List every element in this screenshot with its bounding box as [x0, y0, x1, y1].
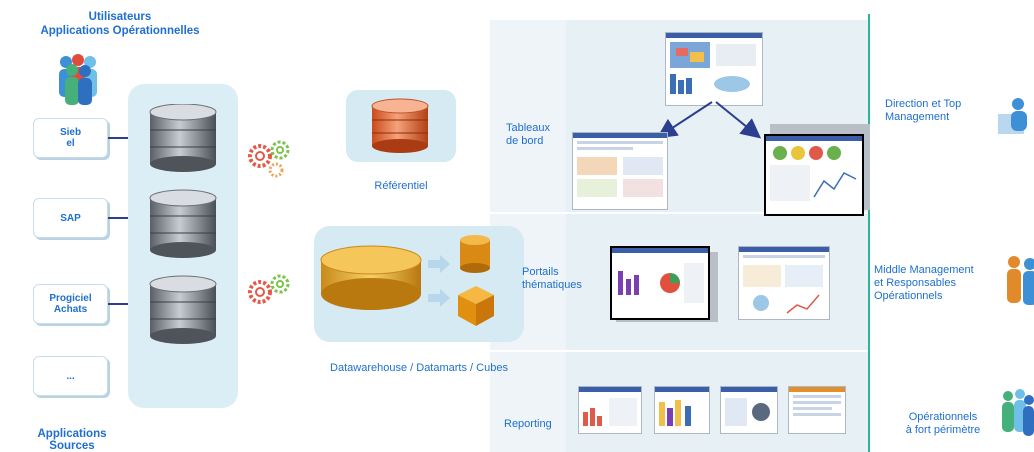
screenshot-thumbnail — [764, 134, 864, 216]
audience-label-line: Direction et Top — [885, 98, 962, 110]
sources-title-line1: Applications — [37, 428, 107, 440]
arrow-icon — [656, 101, 762, 139]
section-label-portails: Portails thématiques — [522, 266, 582, 292]
source-label: Progiciel — [49, 293, 92, 304]
section-label-line: Reporting — [504, 418, 552, 430]
section-label-line: Portails — [522, 266, 559, 278]
screenshot-thumbnail — [654, 386, 710, 434]
screenshot-thumbnail — [665, 32, 763, 106]
screenshot-thumbnail — [788, 386, 846, 434]
screenshot-thumbnail — [720, 386, 778, 434]
audience-label-line: Opérationnels — [908, 411, 978, 423]
sources-title: Applications Sources — [22, 428, 122, 452]
database-icon — [320, 245, 422, 310]
database-icon — [371, 98, 429, 153]
person-icon — [998, 98, 1027, 134]
cube-icon — [458, 286, 494, 326]
section-divider — [490, 212, 868, 214]
audience-middle: Middle Management et Responsables Opérat… — [874, 264, 1004, 303]
screenshot-thumbnail — [578, 386, 642, 434]
audience-label-line: Opérationnels — [874, 290, 943, 302]
section-label-line: thématiques — [522, 279, 582, 291]
sources-title-line2: Sources — [49, 440, 95, 452]
section-label-line: de bord — [506, 135, 544, 147]
source-label: ... — [66, 370, 75, 382]
database-icon — [149, 104, 217, 344]
cylinder-icon — [460, 235, 490, 273]
section-label-reporting: Reporting — [504, 418, 552, 431]
users-title-line1: Utilisateurs — [88, 11, 152, 23]
source-label: SAP — [60, 212, 81, 224]
screenshot-thumbnail — [572, 132, 668, 210]
screenshot-thumbnail — [610, 246, 710, 320]
source-label: el — [66, 138, 75, 149]
section-divider — [490, 350, 868, 352]
source-others: ... — [33, 356, 108, 396]
audience-label-line: Middle Management — [874, 264, 974, 276]
gear-icon — [248, 140, 290, 178]
person-icon — [1007, 256, 1034, 305]
arrow-icon — [428, 255, 450, 307]
user-group-icon — [59, 54, 97, 105]
audience-label-line: Management — [885, 111, 950, 123]
source-sap: SAP — [33, 198, 108, 238]
audience-operationnels: Opérationnels à fort périmètre — [888, 411, 998, 437]
section-label-line: Tableaux — [506, 122, 551, 134]
users-title-line2: Applications Opérationnelles — [40, 25, 200, 37]
source-label: Achats — [53, 304, 88, 315]
gear-icon — [248, 274, 290, 304]
referentiel-label: Référentiel — [374, 180, 428, 192]
audience-label-line: à fort périmètre — [905, 424, 981, 436]
section-label-tableaux: Tableaux de bord — [506, 122, 550, 148]
source-label: Sieb — [59, 127, 82, 138]
users-title: Utilisateurs Applications Opérationnelle… — [0, 10, 240, 38]
audience-direction: Direction et Top Management — [885, 98, 995, 124]
screenshot-thumbnail — [738, 246, 830, 320]
audience-separator — [868, 14, 870, 452]
datawarehouse-label: Datawarehouse / Datamarts / Cubes — [330, 362, 508, 374]
audience-label-line: et Responsables — [874, 277, 956, 289]
user-group-icon — [1002, 389, 1034, 436]
